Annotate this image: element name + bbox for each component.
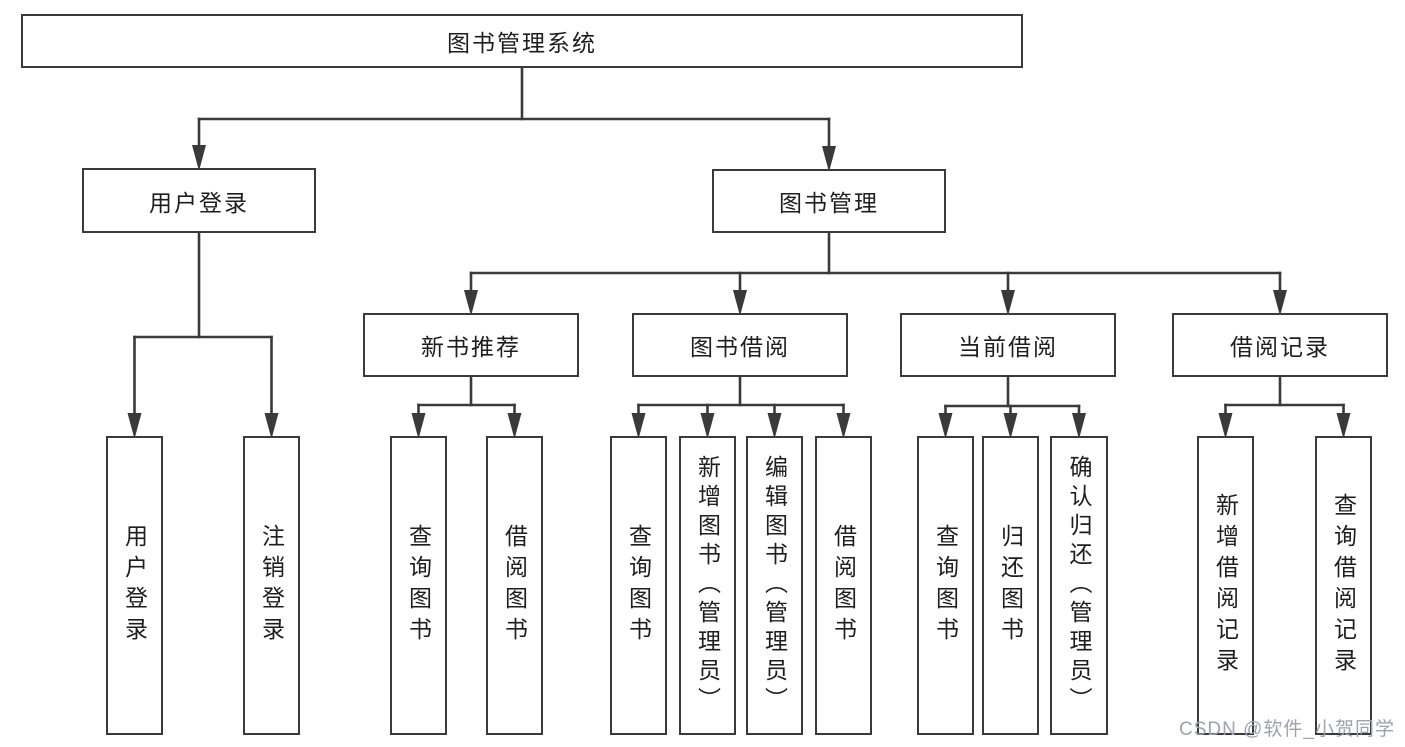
diagram-node-leaf-edit-book-admin: 编辑图书（管理员） (746, 436, 803, 735)
connector-arrowhead (507, 413, 522, 439)
node-label: 新书推荐 (421, 334, 521, 360)
diagram-node-current-borrow: 当前借阅 (900, 313, 1116, 377)
diagram-node-leaf-confirm-return: 确认归还（管理员） (1050, 436, 1108, 735)
node-label: 借阅图书 (501, 523, 528, 648)
node-label: 查询图书 (405, 523, 432, 648)
node-label: 注销登录 (258, 523, 285, 648)
diagram-node-leaf-query-borrow-record: 查询借阅记录 (1315, 436, 1372, 735)
diagram-node-leaf-logout: 注销登录 (243, 436, 300, 735)
connector-arrowhead (938, 413, 953, 439)
node-label: 图书管理 (779, 190, 879, 216)
connector-arrowhead (767, 413, 782, 439)
node-label: 借阅图书 (830, 523, 857, 648)
node-label: 查询图书 (625, 523, 652, 648)
connector-arrowhead (822, 146, 836, 172)
connector-arrowhead (411, 413, 426, 439)
diagram-node-leaf-return-book: 归还图书 (982, 436, 1039, 735)
diagram-node-leaf-borrow-book-bb: 借阅图书 (815, 436, 872, 735)
node-label: 用户登录 (149, 189, 249, 216)
connector-arrowhead (1336, 413, 1351, 439)
diagram-node-user-login: 用户登录 (82, 168, 316, 233)
node-label: 图书管理系统 (447, 30, 597, 56)
diagram-node-leaf-query-book-cb: 查询图书 (917, 436, 974, 735)
connector-arrowhead (631, 413, 646, 439)
node-label: 图书借阅 (690, 334, 790, 360)
node-label: 查询图书 (932, 523, 959, 648)
node-label: 借阅记录 (1230, 334, 1330, 360)
diagram-node-book-mgmt: 图书管理 (712, 169, 946, 233)
node-label: 新增图书（管理员） (694, 455, 721, 716)
connector-arrowhead (1003, 413, 1018, 439)
connector-arrowhead (192, 145, 206, 171)
node-label: 当前借阅 (958, 334, 1058, 360)
connector-arrowhead (700, 413, 715, 439)
diagram-node-leaf-user-login: 用户登录 (106, 436, 163, 735)
diagram-node-new-book-rec: 新书推荐 (363, 313, 579, 377)
connector-arrowhead (1072, 413, 1086, 439)
diagram-node-leaf-add-borrow-record: 新增借阅记录 (1197, 436, 1254, 735)
diagram-node-leaf-add-book-admin: 新增图书（管理员） (679, 436, 736, 735)
node-label: 归还图书 (997, 523, 1024, 648)
connector-arrowhead (464, 290, 478, 316)
node-label: 确认归还（管理员） (1066, 455, 1092, 716)
connector-arrowhead (1273, 290, 1287, 316)
connector-arrowhead (264, 413, 279, 439)
diagram-node-book-borrow: 图书借阅 (632, 313, 848, 377)
diagram-node-leaf-query-book-rec: 查询图书 (390, 436, 447, 735)
diagram-node-leaf-borrow-book-rec: 借阅图书 (486, 436, 543, 735)
node-label: 新增借阅记录 (1212, 492, 1239, 679)
diagram-node-borrow-records: 借阅记录 (1172, 313, 1388, 377)
connector-arrowhead (127, 413, 142, 439)
diagram-node-leaf-query-book-bb: 查询图书 (610, 436, 667, 735)
connector-arrowhead (836, 413, 851, 439)
diagram-node-root: 图书管理系统 (21, 14, 1023, 68)
connector-arrowhead (1001, 290, 1015, 316)
node-label: 查询借阅记录 (1330, 492, 1357, 679)
connector-arrowhead (733, 290, 747, 316)
node-label: 用户登录 (121, 523, 148, 648)
node-label: 编辑图书（管理员） (761, 455, 788, 716)
connector-arrowhead (1218, 413, 1233, 439)
